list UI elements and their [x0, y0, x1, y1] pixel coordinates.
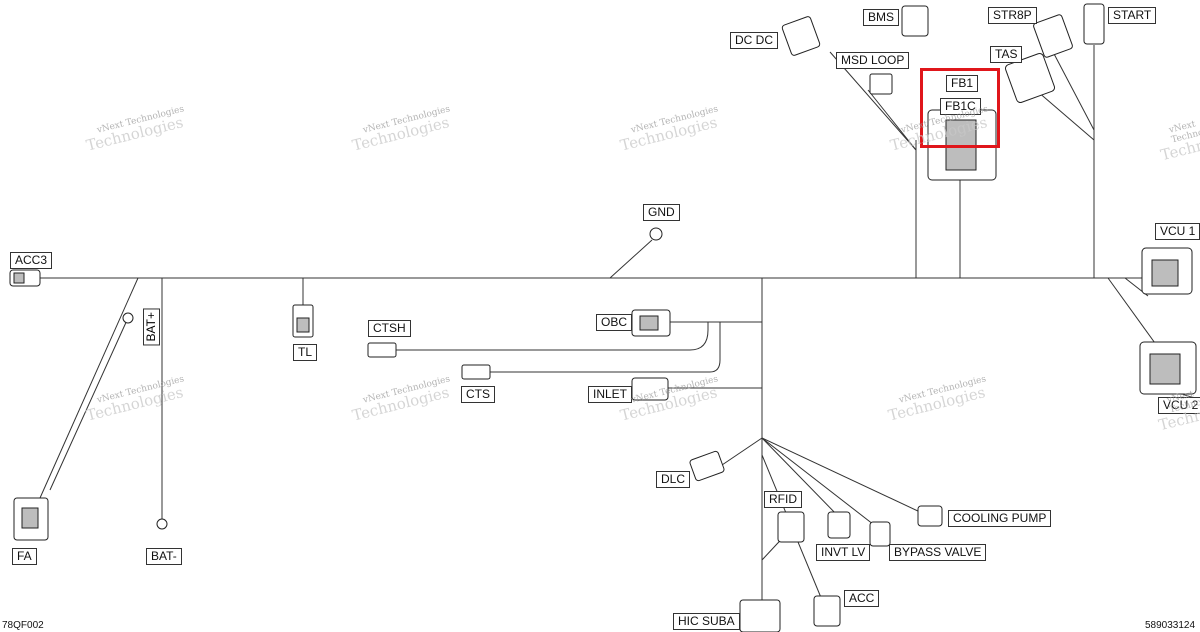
label-fa[interactable]: FA	[12, 548, 37, 565]
label-vcu2[interactable]: VCU 2	[1158, 397, 1200, 414]
bypass-valve-connector	[869, 521, 891, 547]
invt-lv-connector	[827, 511, 851, 539]
dcdc-connector	[781, 16, 821, 56]
footer-right-code: 589033124	[1145, 620, 1196, 631]
label-rfid[interactable]: RFID	[764, 491, 802, 508]
str8p-connector	[1033, 14, 1073, 58]
bat-minus-ring	[156, 518, 168, 530]
branch-vcu2	[1107, 277, 1161, 351]
label-fb1c[interactable]: FB1C	[940, 98, 981, 115]
bms-connector	[901, 5, 929, 37]
gnd-ring	[649, 227, 663, 241]
acc-connector	[813, 595, 841, 627]
label-tl[interactable]: TL	[293, 344, 318, 361]
label-bypass-valve[interactable]: BYPASS VALVE	[889, 544, 987, 561]
bat-plus-ring	[122, 312, 134, 324]
label-fb1[interactable]: FB1	[946, 75, 979, 92]
label-cooling-pump[interactable]: COOLING PUMP	[948, 510, 1052, 527]
label-bms[interactable]: BMS	[863, 9, 900, 26]
label-bat-plus[interactable]: BAT+	[143, 308, 160, 346]
label-hic-suba[interactable]: HIC SUBA	[673, 613, 740, 630]
label-dcdc[interactable]: DC DC	[730, 32, 778, 49]
label-tas[interactable]: TAS	[990, 46, 1023, 63]
label-invt-lv[interactable]: INVT LV	[816, 544, 871, 561]
hic-suba-connector	[739, 599, 781, 632]
label-obc[interactable]: OBC	[596, 314, 633, 331]
label-str8p[interactable]: STR8P	[988, 7, 1037, 24]
cooling-pump-connector	[917, 505, 943, 527]
cts-connector	[461, 364, 491, 380]
start-connector	[1083, 3, 1105, 45]
label-dlc[interactable]: DLC	[656, 471, 691, 488]
inlet-connector	[631, 377, 669, 401]
label-ctsh[interactable]: CTSH	[368, 320, 411, 337]
rfid-connector	[777, 511, 805, 543]
label-start[interactable]: START	[1108, 7, 1157, 24]
label-gnd[interactable]: GND	[643, 204, 680, 221]
ctsh-connector	[367, 342, 397, 358]
label-cts[interactable]: CTS	[461, 386, 495, 403]
label-bat-minus[interactable]: BAT-	[146, 548, 182, 565]
branch-fa	[39, 277, 139, 499]
branch-gnd	[609, 239, 653, 279]
msd-loop-connector	[869, 73, 893, 95]
label-inlet[interactable]: INLET	[588, 386, 633, 403]
label-acc3[interactable]: ACC3	[10, 252, 53, 269]
label-vcu1[interactable]: VCU 1	[1155, 223, 1200, 240]
footer-left-code: 78QF002	[2, 620, 44, 631]
dlc-connector	[689, 450, 725, 482]
label-acc[interactable]: ACC	[844, 590, 880, 607]
tas-connector	[1004, 52, 1056, 104]
label-msd-loop[interactable]: MSD LOOP	[836, 52, 910, 69]
